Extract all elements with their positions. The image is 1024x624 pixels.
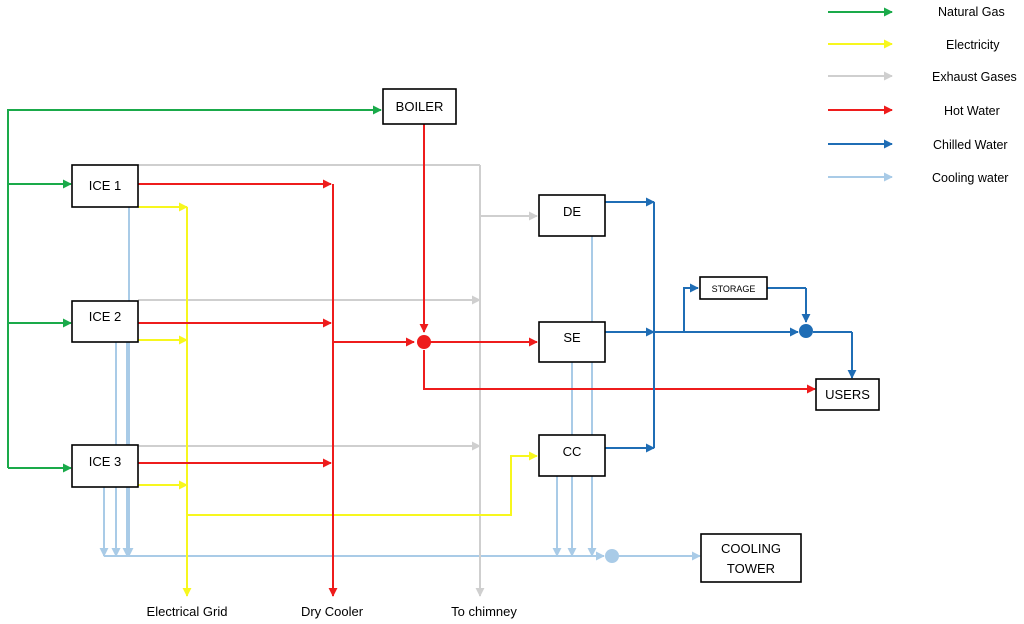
- ice1-label: ICE 1: [89, 178, 122, 193]
- hot-water-junction: [417, 335, 431, 349]
- natural-gas-lines: [7, 105, 382, 473]
- users-label: USERS: [825, 387, 870, 402]
- legend-item-hot-water: Hot Water: [828, 104, 1000, 118]
- legend: Natural Gas Electricity Exhaust Gases Ho…: [828, 5, 1017, 185]
- legend-label-electricity: Electricity: [946, 38, 1000, 52]
- legend-label-exhaust-gases: Exhaust Gases: [932, 70, 1017, 84]
- ice3-label: ICE 3: [89, 454, 122, 469]
- chilled-water-lines: [605, 197, 857, 453]
- cooling-water-lines: [99, 207, 701, 561]
- legend-item-natural-gas: Natural Gas: [828, 5, 1005, 19]
- boiler-label: BOILER: [396, 99, 444, 114]
- storage-label: STORAGE: [712, 284, 756, 294]
- de-label: DE: [563, 204, 581, 219]
- de-box: DE: [538, 194, 606, 237]
- cooling-tower-label-line1: COOLING: [721, 541, 781, 556]
- legend-item-cooling-water: Cooling water: [828, 171, 1008, 185]
- legend-item-chilled-water: Chilled Water: [828, 138, 1008, 152]
- se-label: SE: [563, 330, 581, 345]
- cooling-tower-box: COOLING TOWER: [700, 533, 802, 583]
- hot-water-lines: [138, 124, 816, 597]
- to-chimney-label: To chimney: [451, 604, 517, 619]
- cc-label: CC: [563, 444, 582, 459]
- electrical-grid-label: Electrical Grid: [147, 604, 228, 619]
- chilled-water-junction: [799, 324, 813, 338]
- ice1-box: ICE 1: [71, 164, 139, 208]
- exhaust-gas-lines: [138, 164, 538, 597]
- ice2-box: ICE 2: [71, 300, 139, 343]
- electricity-lines: [138, 202, 538, 597]
- legend-label-hot-water: Hot Water: [944, 104, 1000, 118]
- ice2-label: ICE 2: [89, 309, 122, 324]
- boiler-box: BOILER: [382, 88, 457, 125]
- legend-label-chilled-water: Chilled Water: [933, 138, 1008, 152]
- storage-box: STORAGE: [699, 276, 768, 300]
- cc-box: CC: [538, 434, 606, 477]
- se-box: SE: [538, 321, 606, 363]
- cooling-tower-label-line2: TOWER: [727, 561, 775, 576]
- legend-label-cooling-water: Cooling water: [932, 171, 1008, 185]
- dry-cooler-label: Dry Cooler: [301, 604, 364, 619]
- cooling-water-junction: [605, 549, 619, 563]
- ice3-box: ICE 3: [71, 444, 139, 488]
- legend-label-natural-gas: Natural Gas: [938, 5, 1005, 19]
- users-box: USERS: [815, 378, 880, 411]
- legend-item-exhaust-gases: Exhaust Gases: [828, 70, 1017, 84]
- legend-item-electricity: Electricity: [828, 38, 1000, 52]
